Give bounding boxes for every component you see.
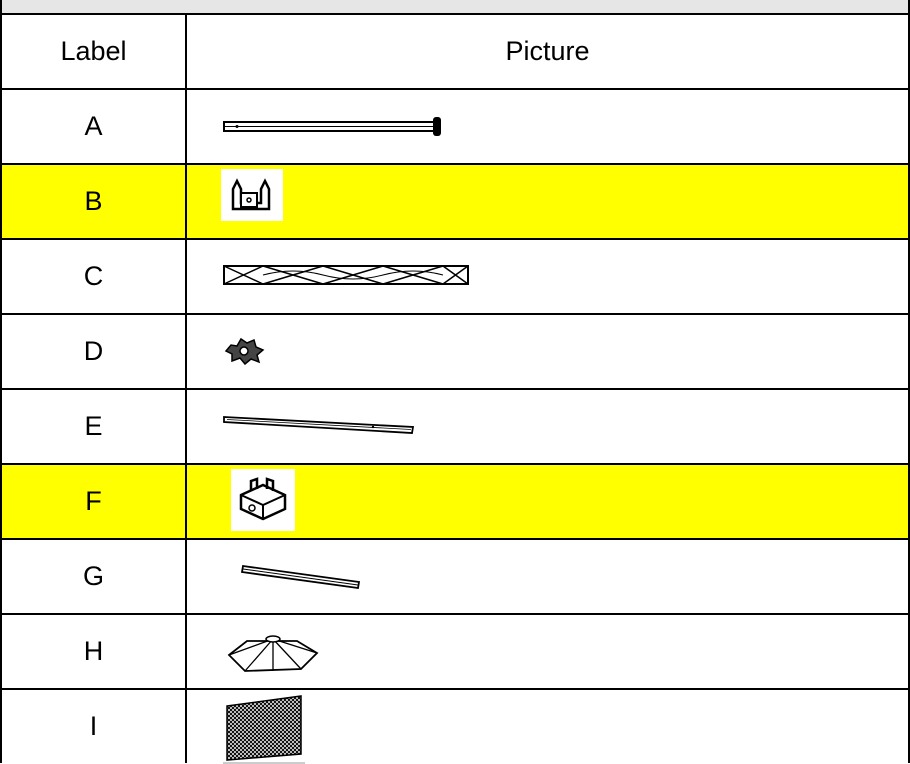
table-row: I [0,688,910,764]
canopy-frame-icon [227,635,319,672]
table-row: G [0,538,910,615]
row-label: D [0,313,187,390]
row-picture [185,388,910,465]
table-row: E [0,388,910,465]
row-picture [185,613,910,690]
parts-table: Label Picture A B C [0,13,910,764]
row-label: G [0,538,187,615]
table-header-row: Label Picture [0,13,910,90]
hub-icon [224,337,265,365]
row-picture [185,688,910,764]
row-label: I [0,688,187,763]
row-label: H [0,613,187,690]
row-picture [185,163,910,240]
row-label: C [0,238,187,315]
row-picture [185,313,910,390]
label-column-header: Label [0,13,187,90]
pole-icon [223,117,441,136]
bar-icon [241,564,361,590]
mesh-panel-icon [223,695,305,764]
bracket-icon [231,178,271,211]
table-row: F [0,463,910,540]
header-strip [0,0,910,13]
table-row: C [0,238,910,315]
base-block-icon [239,477,287,521]
row-picture [185,538,910,615]
table-row: A [0,88,910,165]
row-label: F [0,463,187,540]
row-label: B [0,163,187,240]
truss-icon [223,265,469,285]
picture-column-header: Picture [185,13,910,90]
table-row: B [0,163,910,240]
row-picture [185,463,910,540]
row-picture [185,88,910,165]
row-label: A [0,88,187,165]
table-row: H [0,613,910,690]
row-label: E [0,388,187,465]
row-picture [185,238,910,315]
table-row: D [0,313,910,390]
rib-icon [223,416,415,434]
